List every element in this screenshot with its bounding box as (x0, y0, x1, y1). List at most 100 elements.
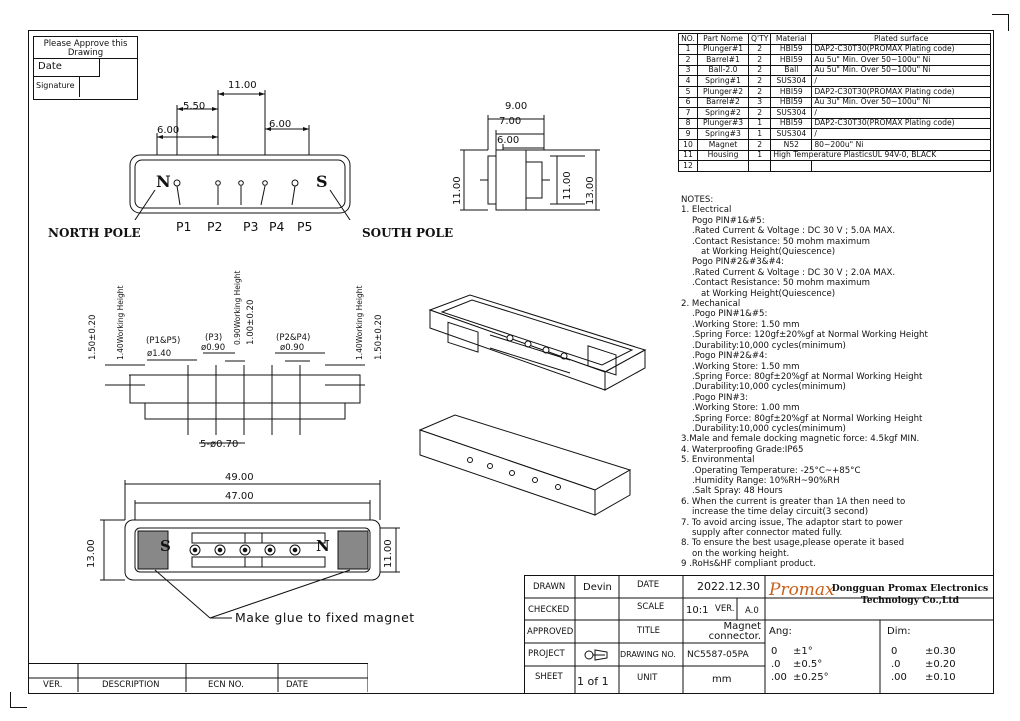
sheet-value: 1 of 1 (577, 675, 609, 688)
bom-cell: Barrel#2 (697, 96, 749, 109)
drawing-no-label: DRAWING NO. (620, 650, 676, 659)
bom-cell: 7 (678, 107, 698, 119)
side-view-drawing (460, 115, 600, 211)
note-line: 6. When the current is greater than 1A t… (681, 496, 906, 507)
ang-tol-key: .0 (771, 659, 781, 670)
label-d140: ø1.40 (147, 349, 172, 359)
bom-cell: Au 5u" Min. Over 50~100u" Ni (811, 64, 991, 77)
bom-cell: 80~200u" Ni (811, 138, 991, 151)
bom-cell: Ball-2.0 (697, 64, 749, 77)
dim-49-00: 49.00 (225, 472, 254, 483)
approval-box: Please Approve this Drawing Date Signatu… (33, 36, 138, 100)
bom-cell: N52 (770, 138, 813, 151)
pin-label-p5: P5 (297, 219, 313, 234)
dim-tol-key: .0 (891, 659, 901, 670)
approval-date-label: Date (34, 59, 100, 77)
bom-cell: / (811, 107, 991, 119)
bom-cell: 1 (747, 128, 772, 140)
note-line: 8. To ensure the best usage,please opera… (681, 538, 905, 549)
bom-cell: 10 (678, 138, 698, 151)
note-line: .Working Store: 1.50 mm (692, 319, 800, 330)
note-line: .Pogo PIN#2&#4: (692, 351, 768, 362)
bom-cell: / (811, 75, 991, 87)
note-line: .Spring Force: 80gf±20%gf at Normal Work… (692, 413, 923, 424)
note-line: .Rated Current & Voltage : DC 30 V ; 2.0… (692, 267, 896, 278)
date-value: 2022.12.30 (697, 580, 760, 593)
note-line: 1. Electrical (681, 205, 732, 216)
bom-cell: Au 3u" Min. Over 50~100u" Ni (811, 96, 991, 109)
note-line: .Contact Resistance: 50 mohm maximum (692, 236, 870, 247)
note-line: .Spring Force: 120gf±20%gf at Normal Wor… (692, 330, 928, 341)
bom-cell: 8 (678, 117, 698, 130)
dim-wh140-right: 1.40Working Height (355, 285, 364, 360)
bom-cell: Spring#3 (697, 128, 749, 140)
ang-tol-val: ±1° (793, 646, 813, 657)
pin-label-p1: P1 (176, 219, 192, 234)
ver-label: VER. (715, 604, 735, 614)
bom-cell: 2 (678, 54, 698, 66)
drawing-no-value: NC5587-05PA (687, 650, 749, 660)
section-view-drawing (105, 352, 365, 444)
corner-mark-bottom-left (10, 692, 27, 708)
bom-cell: HBI59 (770, 54, 813, 66)
note-line: .Spring Force: 80gf±20%gf at Normal Work… (692, 371, 923, 382)
dim-wh140-left: 1.40Working Height (116, 285, 125, 360)
magnet-s-label: S (160, 537, 171, 555)
note-line: 9 .RoHs&HF compliant product. (681, 559, 816, 570)
dim-150-left: 1.50±0.20 (88, 314, 98, 360)
dim-11-00-bottom: 11.00 (383, 539, 394, 568)
approved-label: APPROVED (527, 627, 574, 637)
south-pole-label: SOUTH POLE (362, 226, 454, 240)
dim-tol-key: 0 (891, 646, 898, 657)
dim-5-50: 5.50 (183, 101, 206, 112)
rev-desc: DESCRIPTION (102, 680, 160, 690)
bom-cell: Ball (770, 64, 813, 77)
bom-cell (747, 160, 772, 172)
note-line: .Operating Temperature: -25°C~+85°C (692, 465, 861, 476)
ang-tol-key: 0 (771, 646, 778, 657)
bom-cell: DAP2-C30T30(PROMAX Plating code) (811, 85, 991, 98)
unit-value: mm (712, 674, 732, 685)
bom-cell: High Temperature PlasticsUL 94V-0, BLACK (770, 149, 991, 162)
drawn-label: DRAWN (533, 582, 566, 592)
note-line: 2. Mechanical (681, 299, 741, 310)
note-line: .Working Store: 1.00 mm (692, 403, 800, 414)
company-logo: Promax (769, 580, 835, 600)
magnet-n-label: N (316, 537, 330, 555)
bom-cell: SUS304 (770, 107, 813, 119)
bom-header: Material (770, 33, 813, 45)
bom-cell: 2 (747, 138, 772, 151)
company-name: Dongguan Promax Electronics Technology C… (831, 583, 989, 606)
bom-cell: Barrel#1 (697, 54, 749, 66)
note-line: 4. Waterproofing Grade:IP65 (681, 444, 804, 455)
bom-cell: HBI59 (770, 43, 813, 56)
bom-cell: Plunger#3 (697, 117, 749, 130)
note-line: 3.Male and female docking magnetic force… (681, 434, 920, 445)
bom-cell: 12 (678, 160, 698, 172)
dim-13-00-side: 13.00 (585, 176, 596, 205)
dim-tol-val: ±0.30 (925, 646, 956, 657)
dim-47-00: 47.00 (225, 491, 254, 502)
bom-header: Q'TY (747, 33, 772, 45)
dim-6-00-right: 6.00 (269, 119, 292, 130)
note-line: .Durability:10,000 cycles(minimum) (692, 423, 846, 434)
dim-9-00: 9.00 (505, 101, 528, 112)
dim-13-00-bottom: 13.00 (86, 539, 97, 568)
title-label: TITLE (637, 626, 660, 636)
note-line: .Pogo PIN#3: (692, 392, 749, 403)
dim-tol-val: ±0.10 (925, 672, 956, 683)
note-line: .Salt Spray: 48 Hours (692, 486, 783, 497)
ver-value: A.0 (745, 606, 759, 616)
label-p1p5: (P1&P5) (146, 336, 181, 346)
bom-cell: Plunger#1 (697, 43, 749, 56)
dim-tol-key: .00 (891, 672, 907, 683)
